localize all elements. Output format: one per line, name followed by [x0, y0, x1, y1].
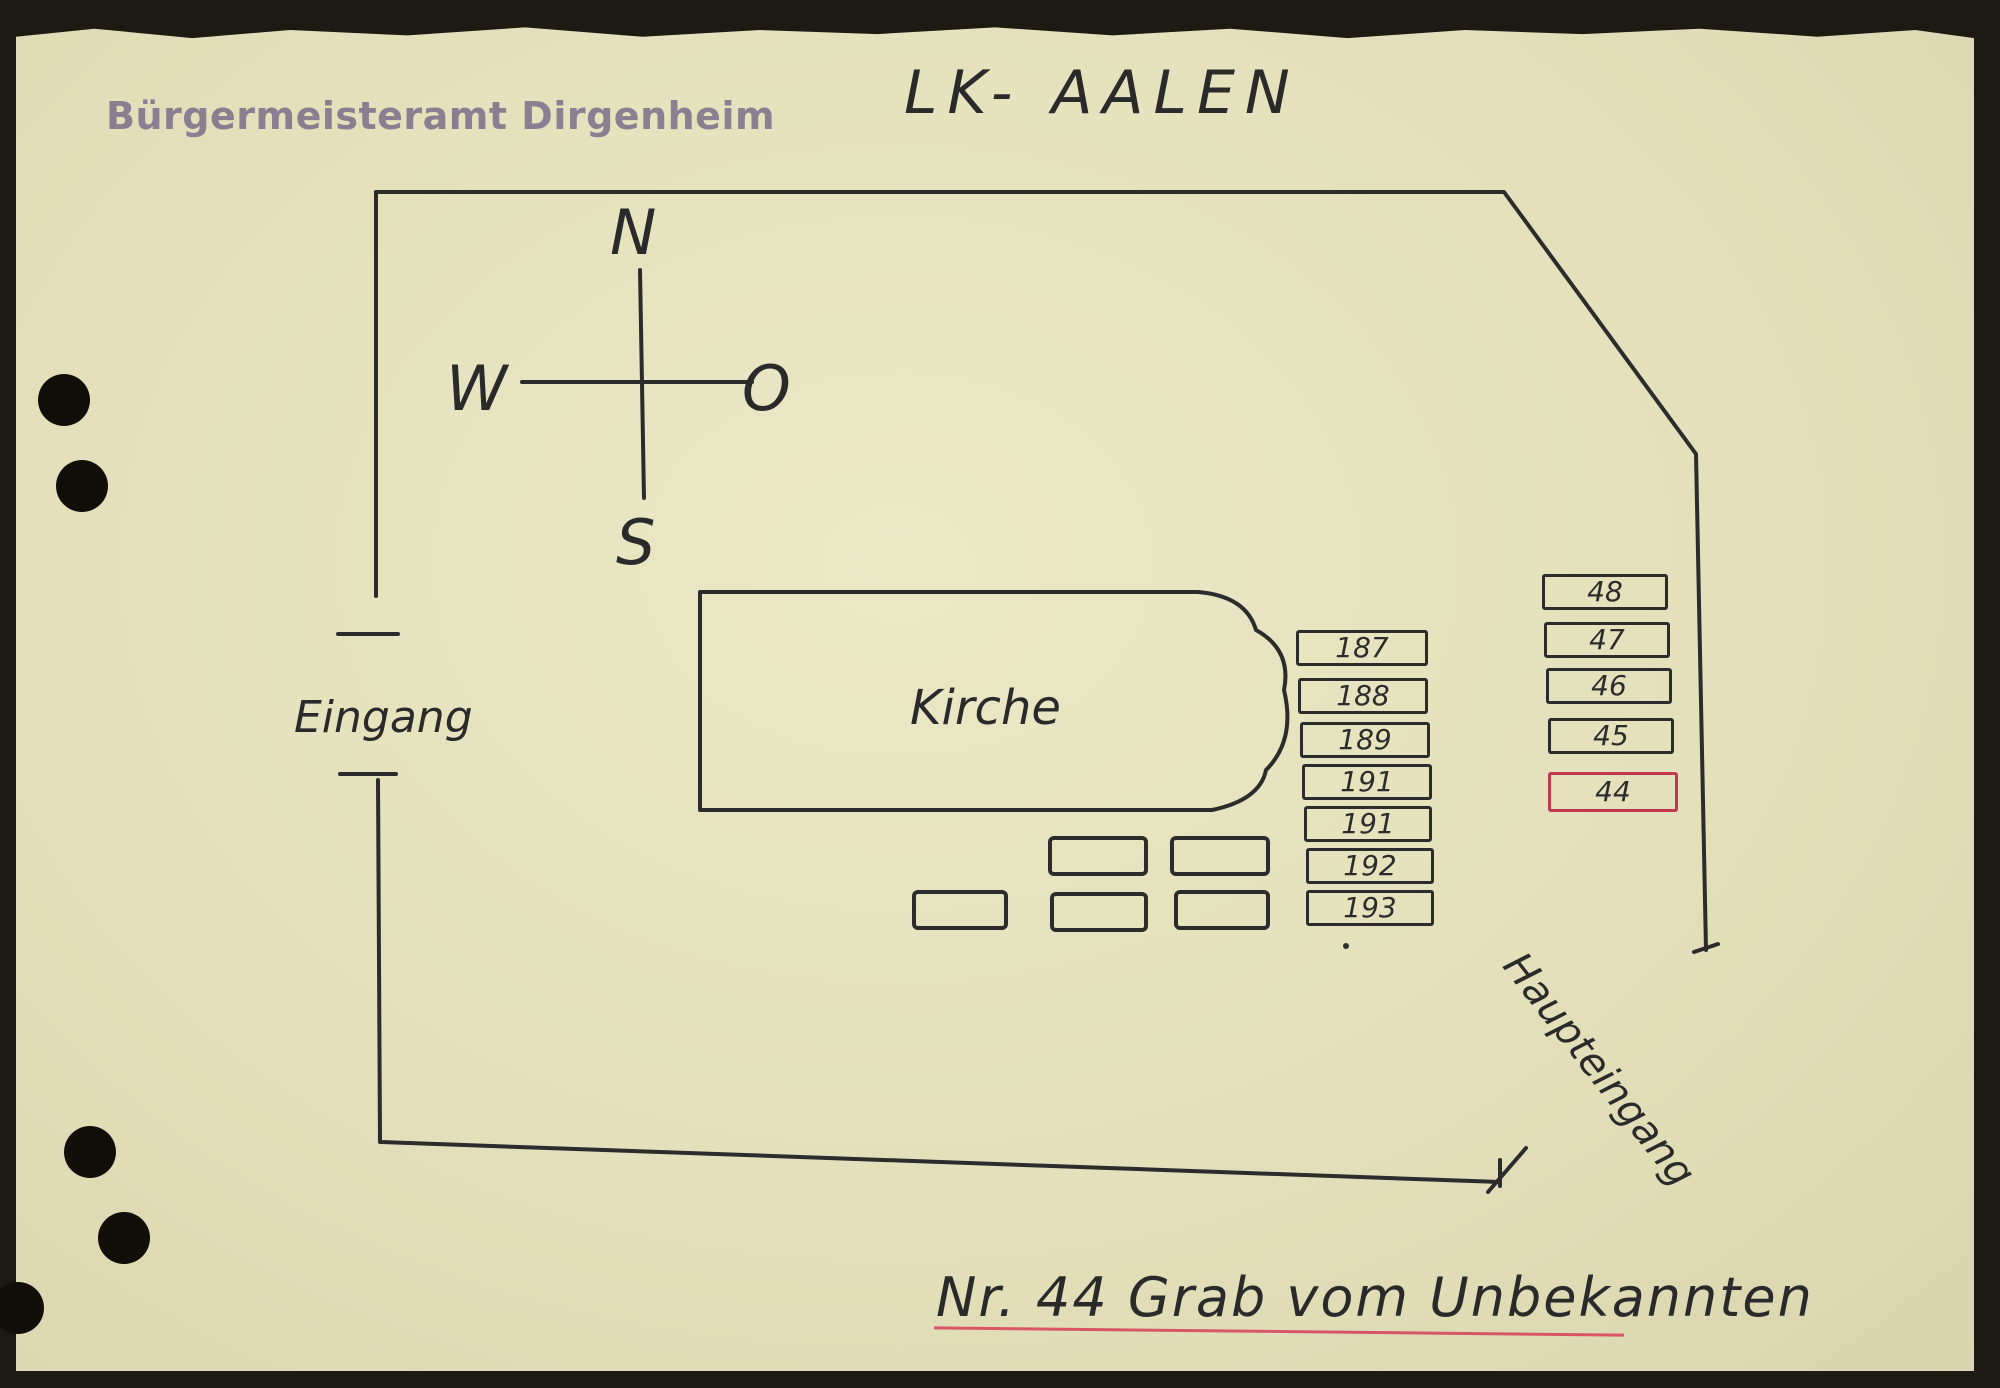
grave-plot: 193 [1306, 890, 1434, 926]
entrance-tick [1486, 1146, 1528, 1194]
caption-note: Nr. 44 Grab vom Unbekannten [936, 1266, 1814, 1329]
grave-plot: 45 [1548, 718, 1674, 754]
entrance-tick [1692, 942, 1720, 954]
church-label: Kirche [910, 680, 1061, 736]
compass-south-label: S [616, 506, 656, 579]
grave-plot: 189 [1300, 722, 1430, 758]
grave-plot: 191 [1304, 806, 1432, 842]
grave-plot: 47 [1544, 622, 1670, 658]
punch-hole [64, 1126, 116, 1178]
boundary-wall [374, 190, 1708, 952]
paper-sheet [16, 27, 1974, 1371]
unnumbered-grave [912, 890, 1008, 930]
entrance-label: Eingang [294, 692, 473, 743]
boundary-wall [376, 778, 1502, 1184]
punch-hole [56, 460, 108, 512]
punch-hole [98, 1212, 150, 1264]
grave-plot: 191 [1302, 764, 1432, 800]
grave-plot: 187 [1296, 630, 1428, 666]
ink-dot [1343, 943, 1349, 949]
church-outline [698, 590, 1290, 812]
compass-west-label: W [446, 352, 508, 425]
office-stamp: Bürgermeisteramt Dirgenheim [106, 94, 776, 138]
unnumbered-grave [1174, 890, 1270, 930]
grave-plot: 188 [1298, 678, 1428, 714]
unnumbered-grave [1170, 836, 1270, 876]
grave-plot: 46 [1546, 668, 1672, 704]
unnumbered-grave [1048, 836, 1148, 876]
unnumbered-grave [1050, 892, 1148, 932]
grave-plot: 48 [1542, 574, 1668, 610]
compass-east-label: O [742, 352, 791, 425]
compass-north-label: N [610, 196, 657, 269]
punch-hole [38, 374, 90, 426]
punch-hole [0, 1282, 44, 1334]
marked-grave-plot: 44 [1548, 772, 1678, 812]
grave-plot: 192 [1306, 848, 1434, 884]
district-heading: LK- AALEN [904, 58, 1300, 128]
